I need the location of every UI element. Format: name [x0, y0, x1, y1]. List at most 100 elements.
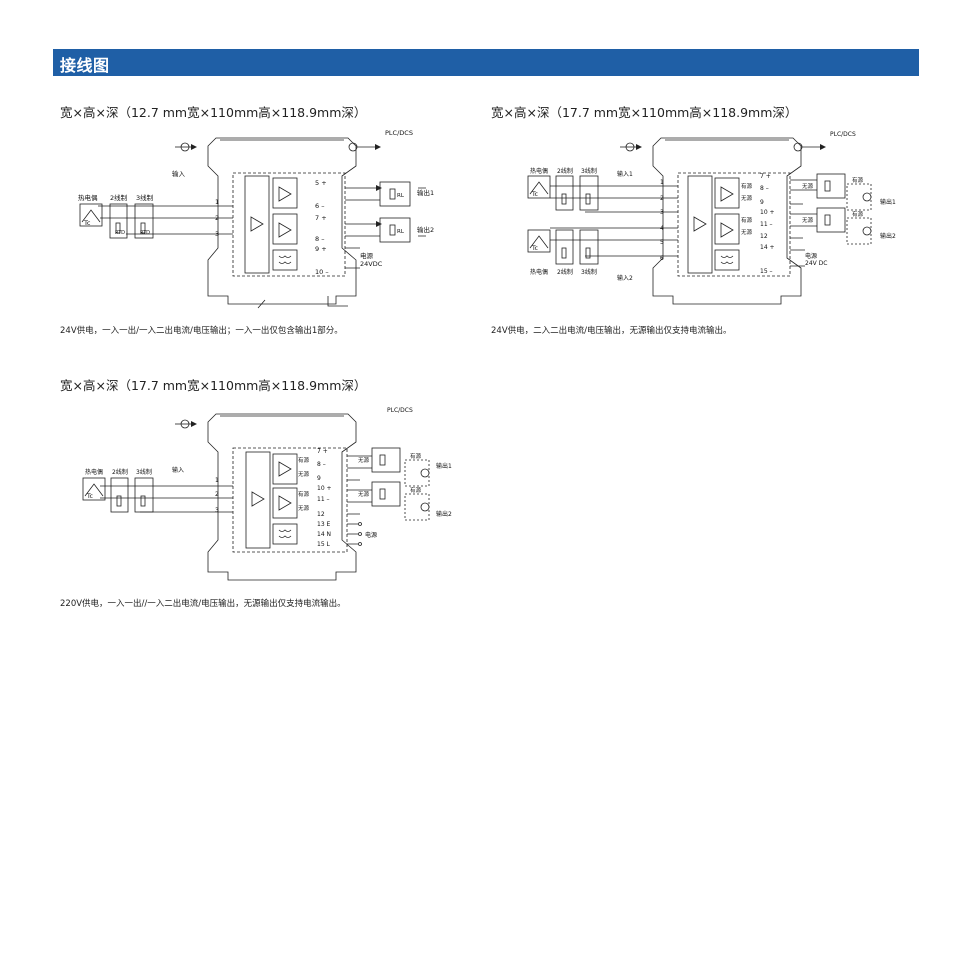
passive-label: 无源 — [802, 216, 814, 224]
terminal-10: 10 – — [315, 268, 329, 276]
mode-label: 无源 — [741, 194, 753, 202]
terminal-2: 2 — [660, 195, 664, 202]
terminal-11: 11 – — [317, 496, 330, 503]
mode-label: 有源 — [298, 490, 310, 498]
output-2-label: 输出2 — [417, 225, 434, 234]
diagram-1-title: 宽×高×深（12.7 mm宽×110mm高×118.9mm深） — [60, 105, 367, 120]
rtd-label: RTD — [115, 230, 125, 236]
tc-label: Tc — [83, 219, 91, 227]
tc-label: Tc — [531, 191, 538, 198]
three-wire-label: 3线制 — [581, 167, 597, 175]
terminal-12: 12 — [760, 233, 768, 240]
diagram-2-caption: 24V供电，二入二出电流/电压输出，无源输出仅支持电流输出。 — [491, 326, 732, 336]
power-voltage: 24V DC — [805, 260, 827, 267]
wiring-diagram-2: PLC/DCS 输入1 输入2 热电偶 2线制 3线制 热电偶 2线制 3线制 … — [527, 131, 896, 305]
terminal-4: 4 — [660, 225, 664, 232]
tc-label: Tc — [86, 493, 93, 500]
terminal-9: 9 — [760, 199, 764, 206]
wiring-diagram-1: PLC/DCS 输入 热电偶 2线制 3线制 Tc RTD RTD 1 2 3 … — [78, 129, 434, 309]
terminal-8: 8 – — [317, 461, 326, 468]
three-wire-label: 3线制 — [136, 468, 152, 476]
section-header-bar: 接线图 — [53, 49, 919, 76]
output-1-label: 输出1 — [436, 462, 452, 470]
input-1-label: 输入1 — [617, 170, 633, 178]
terminal-1: 1 — [215, 477, 219, 484]
terminal-10: 10 + — [760, 209, 775, 216]
mode-label: 无源 — [298, 470, 310, 478]
rl-label: RL — [397, 193, 405, 199]
section-title: 接线图 — [60, 56, 110, 75]
terminal-15: 15 – — [760, 268, 773, 275]
input-label: 输入 — [172, 169, 186, 178]
power-voltage: 24VDC — [360, 260, 383, 268]
power-label: 电源 — [805, 252, 817, 260]
terminal-13: 13 E — [317, 521, 331, 528]
power-label: 电源 — [365, 531, 377, 539]
thermocouple-label: 热电偶 — [78, 193, 98, 202]
active-label: 有源 — [410, 486, 422, 494]
passive-label: 无源 — [358, 456, 370, 464]
output-2-label: 输出2 — [880, 232, 896, 240]
passive-label: 无源 — [358, 490, 370, 498]
terminal-5: 5 + — [315, 179, 327, 187]
terminal-9: 9 — [317, 475, 321, 482]
diagram-3-caption: 220V供电，一入一出//一入二出电流/电压输出，无源输出仅支持电流输出。 — [60, 599, 346, 609]
terminal-5: 5 — [660, 239, 664, 246]
terminal-12: 12 — [317, 511, 325, 518]
terminal-7: 7 + — [315, 214, 327, 222]
output-2-label: 输出2 — [436, 510, 452, 518]
plc-label: PLC/DCS — [830, 131, 856, 138]
rtd-label: RTD — [140, 230, 150, 236]
diagram-2-title: 宽×高×深（17.7 mm宽×110mm高×118.9mm深） — [491, 105, 798, 120]
tc-label: Tc — [531, 245, 538, 252]
terminal-10: 10 + — [317, 485, 332, 492]
mode-label: 有源 — [741, 182, 753, 190]
terminal-3: 3 — [215, 230, 219, 238]
terminal-2: 2 — [215, 491, 219, 498]
input-2-label: 输入2 — [617, 274, 633, 282]
diagram-1-caption: 24V供电，一入一出/一入二出电流/电压输出；一入一出仅包含输出1部分。 — [60, 326, 343, 336]
three-wire-label: 3线制 — [136, 193, 154, 202]
output-1-label: 输出1 — [417, 188, 434, 197]
mode-label: 有源 — [741, 216, 753, 224]
input-label: 输入 — [172, 466, 184, 474]
active-label: 有源 — [852, 210, 864, 218]
terminal-9: 9 + — [315, 245, 327, 253]
terminal-14: 14 N — [317, 531, 331, 538]
terminal-3: 3 — [215, 507, 219, 514]
terminal-6: 6 — [660, 255, 664, 262]
output-1-label: 输出1 — [880, 198, 896, 206]
mode-label: 无源 — [298, 504, 310, 512]
terminal-1: 1 — [660, 179, 664, 186]
thermocouple-label: 热电偶 — [530, 268, 548, 276]
terminal-3: 3 — [660, 209, 664, 216]
terminal-2: 2 — [215, 214, 219, 222]
terminal-8: 8 – — [315, 235, 324, 243]
terminal-15: 15 L — [317, 541, 331, 548]
wiring-diagram-3: PLC/DCS 输入 热电偶 2线制 3线制 Tc 1 2 3 7 + 8 – … — [82, 407, 452, 581]
two-wire-label: 2线制 — [557, 268, 573, 276]
terminal-14: 14 + — [760, 244, 775, 251]
plc-label: PLC/DCS — [385, 129, 413, 137]
three-wire-label: 3线制 — [581, 268, 597, 276]
diagram-3-title: 宽×高×深（17.7 mm宽×110mm高×118.9mm深） — [60, 378, 367, 393]
passive-label: 无源 — [802, 182, 814, 190]
two-wire-label: 2线制 — [110, 193, 128, 202]
active-label: 有源 — [410, 452, 422, 460]
active-label: 有源 — [852, 176, 864, 184]
terminal-1: 1 — [215, 198, 219, 206]
thermocouple-label: 热电偶 — [85, 468, 103, 476]
terminal-7: 7 + — [317, 448, 328, 455]
thermocouple-label: 热电偶 — [530, 167, 548, 175]
terminal-7: 7 + — [760, 173, 771, 180]
two-wire-label: 2线制 — [112, 468, 128, 476]
mode-label: 有源 — [298, 456, 310, 464]
two-wire-label: 2线制 — [557, 167, 573, 175]
power-label: 电源 — [360, 251, 374, 260]
plc-label: PLC/DCS — [387, 407, 413, 414]
mode-label: 无源 — [741, 228, 753, 236]
rl-label: RL — [397, 229, 405, 235]
terminal-8: 8 – — [760, 185, 769, 192]
terminal-6: 6 – — [315, 202, 324, 210]
terminal-11: 11 – — [760, 221, 773, 228]
